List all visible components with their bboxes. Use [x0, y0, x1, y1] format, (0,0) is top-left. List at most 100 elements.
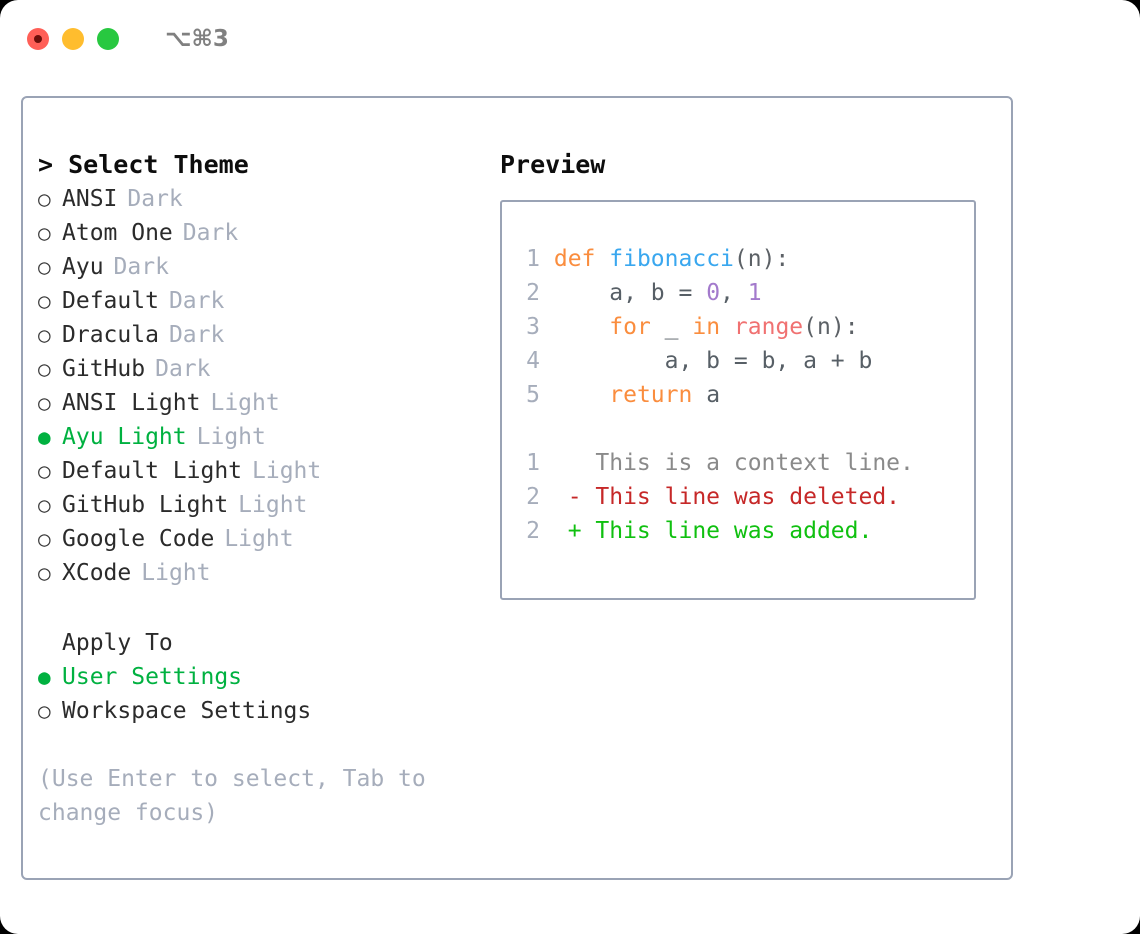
- code-token: ,: [720, 280, 748, 306]
- radio-unselected-icon: ○: [38, 699, 51, 723]
- radio-selected-icon: ●: [38, 665, 51, 689]
- radio-unselected-icon: ○: [38, 493, 51, 517]
- preview-column: Preview 1 def fibonacci(n):2 a, b = 0, 1…: [500, 148, 1000, 600]
- close-button-icon[interactable]: [27, 28, 49, 50]
- apply-to-label: User Settings: [62, 664, 243, 690]
- code-token: 1: [747, 280, 762, 306]
- theme-list-item[interactable]: ○ ANSI Dark: [38, 182, 478, 216]
- select-theme-heading: > Select Theme: [38, 148, 478, 182]
- radio-unselected-icon: ○: [38, 323, 51, 347]
- theme-variant-tag: Light: [224, 526, 294, 552]
- code-token: def: [553, 246, 596, 272]
- code-token: a, b =: [553, 280, 707, 306]
- apply-to-heading: Apply To: [62, 630, 173, 656]
- diff-line-text: + This line was added.: [540, 518, 873, 544]
- gutter-space: [540, 314, 554, 340]
- apply-to-item[interactable]: ● User Settings: [38, 660, 478, 694]
- line-number: 5: [526, 382, 540, 408]
- theme-name-label: ANSI Light: [62, 390, 201, 416]
- code-token: return: [609, 382, 693, 408]
- apply-to-label: Workspace Settings: [62, 698, 312, 724]
- code-token: a: [692, 382, 721, 408]
- apply-to-list[interactable]: ● User Settings ○ Workspace Settings: [38, 660, 478, 728]
- line-number: 4: [526, 348, 540, 374]
- code-token: a, b = b, a + b: [553, 348, 873, 374]
- apply-to-item[interactable]: ○ Workspace Settings: [38, 694, 478, 728]
- theme-variant-tag: Light: [141, 560, 211, 586]
- radio-unselected-icon: ○: [38, 221, 51, 245]
- theme-variant-tag: Light: [238, 492, 308, 518]
- apply-to-section: Apply To ● User Settings ○ Workspace Settin…: [38, 626, 478, 728]
- line-number: 3: [526, 314, 540, 340]
- radio-unselected-icon: ○: [38, 187, 51, 211]
- zoom-button-icon[interactable]: [97, 28, 119, 50]
- code-token: [554, 314, 609, 340]
- gutter-space: [540, 348, 554, 374]
- focus-caret-icon: >: [38, 150, 54, 179]
- diff-line: 1 This is a context line.: [516, 446, 914, 480]
- titlebar: ⌥⌘3: [0, 0, 1140, 78]
- code-token: (n):: [733, 246, 790, 272]
- traffic-lights: [27, 28, 119, 50]
- radio-unselected-icon: ○: [38, 527, 51, 551]
- diff-line: 2 - This line was deleted.: [516, 480, 914, 514]
- theme-name-label: ANSI: [62, 186, 118, 212]
- gutter-space: [540, 246, 554, 272]
- theme-name-label: Default Light: [62, 458, 243, 484]
- line-number: 2: [526, 518, 540, 544]
- gutter-space: [540, 280, 554, 306]
- keyboard-hint-text: (Use Enter to select, Tab to change focu…: [38, 766, 426, 826]
- radio-unselected-icon: ○: [38, 357, 51, 381]
- theme-variant-tag: Dark: [127, 186, 183, 212]
- theme-list-item[interactable]: ○ XCode Light: [38, 556, 478, 590]
- theme-list-item[interactable]: ○ GitHub Light Light: [38, 488, 478, 522]
- theme-variant-tag: Dark: [155, 356, 211, 382]
- minimize-button-icon[interactable]: [62, 28, 84, 50]
- diff-line: 2 + This line was added.: [516, 514, 914, 548]
- theme-name-label: Ayu Light: [62, 424, 187, 450]
- radio-unselected-icon: ○: [38, 255, 51, 279]
- code-blank-line: [516, 412, 914, 446]
- theme-variant-tag: Light: [210, 390, 280, 416]
- theme-name-label: Google Code: [62, 526, 215, 552]
- line-number: 1: [526, 246, 540, 272]
- keyboard-shortcut-label: ⌥⌘3: [165, 26, 229, 52]
- code-token: fibonacci: [609, 246, 734, 272]
- theme-list-item[interactable]: ○ Google Code Light: [38, 522, 478, 556]
- theme-variant-tag: Dark: [182, 220, 239, 246]
- select-theme-title: [53, 150, 68, 179]
- code-token: _: [650, 314, 693, 340]
- radio-unselected-icon: ○: [38, 561, 51, 585]
- code-token: [554, 382, 609, 408]
- preview-heading: Preview: [500, 150, 606, 179]
- code-line: 2 a, b = 0, 1: [516, 276, 914, 310]
- theme-list-item[interactable]: ○ GitHub Dark: [38, 352, 478, 386]
- theme-name-label: GitHub Light: [62, 492, 229, 518]
- theme-name-label: XCode: [62, 560, 132, 586]
- select-theme-label: Select Theme: [68, 150, 249, 179]
- code-token: [595, 246, 609, 272]
- theme-variant-tag: Light: [252, 458, 322, 484]
- line-number: 2: [526, 280, 540, 306]
- line-number: 1: [526, 450, 540, 476]
- radio-unselected-icon: ○: [38, 289, 51, 313]
- theme-variant-tag: Dark: [168, 288, 225, 314]
- code-line: 4 a, b = b, a + b: [516, 344, 914, 378]
- code-token: range: [733, 314, 804, 340]
- code-line: 1 def fibonacci(n):: [516, 242, 914, 276]
- code-token: 0: [706, 280, 721, 306]
- code-line: 5 return a: [516, 378, 914, 412]
- diff-line-text: This is a context line.: [540, 450, 914, 476]
- code-token: for: [609, 314, 651, 340]
- theme-name-label: GitHub: [62, 356, 146, 382]
